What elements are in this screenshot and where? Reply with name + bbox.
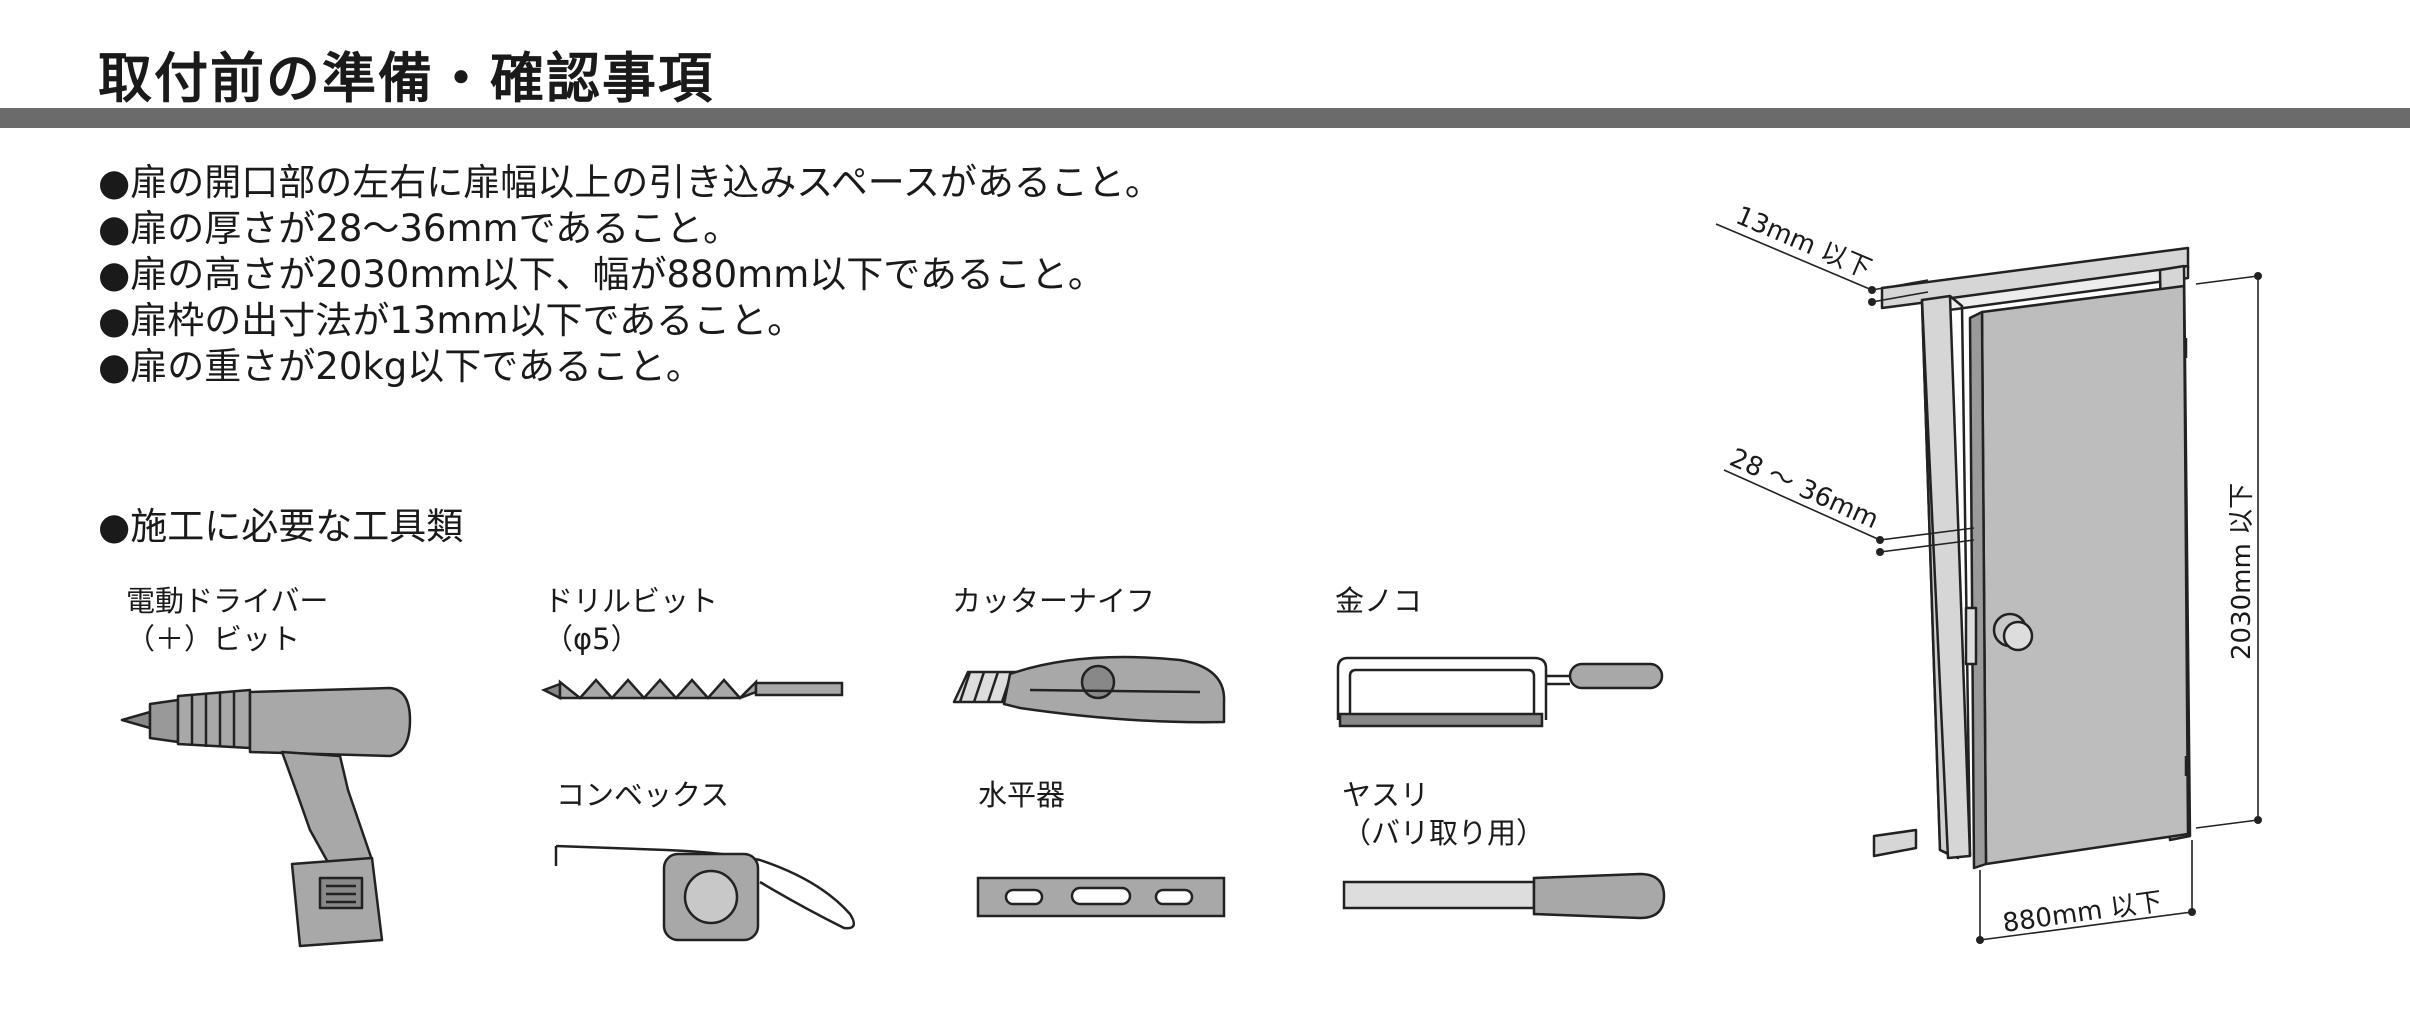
utility-knife-icon [952,655,1226,724]
requirement-item: ●扉の高さが2030mm以下、幅が880mm以下であること。 [98,253,1105,296]
spirit-level-icon [976,876,1226,918]
tool-label-hacksaw: 金ノコ [1335,582,1422,620]
tool-label-line: （φ5） [544,622,640,656]
file-rasp-icon [1342,872,1666,920]
tape-measure-icon [554,844,856,942]
tool-label-drill-bit: ドリルビット （φ5） [544,582,718,658]
power-drill-icon [120,686,412,948]
requirement-item: ●扉の厚さが28〜36mmであること。 [98,207,741,250]
tool-label-line: （＋）ビット [126,622,301,656]
tool-label-utility-knife: カッターナイフ [952,582,1155,620]
tool-label-file: ヤスリ （バリ取り用） [1342,776,1545,852]
tool-label-line: 金ノコ [1335,584,1423,618]
requirement-item: ●扉の重さが20kg以下であること。 [98,345,703,388]
requirements-list: ●扉の開口部の左右に扉幅以上の引き込みスペースがあること。 ●扉の厚さが28〜3… [98,160,1162,390]
door-diagram [1872,246,2192,870]
thickness-label: 28 ～ 36mm [1725,443,1883,535]
tools-heading: ●施工に必要な工具類 [98,505,464,548]
requirement-item: ●扉枠の出寸法が13mm以下であること。 [98,299,805,342]
requirement-item: ●扉の開口部の左右に扉幅以上の引き込みスペースがあること。 [98,161,1162,204]
page-title: 取付前の準備・確認事項 [98,47,714,110]
dimension-lines [1715,223,2262,944]
height-label: 2030mm 以下 [2227,483,2257,660]
frame-depth-label: 13mm 以下 [1731,201,1875,285]
title-divider [0,108,2410,128]
tool-label-line: ドリルビット [544,584,719,618]
tool-label-power-drill: 電動ドライバー （＋）ビット [126,582,328,658]
tool-label-line: 電動ドライバー [126,584,329,618]
tool-label-tape-measure: コンベックス [556,776,729,814]
hacksaw-icon [1336,656,1664,728]
width-label: 880mm 以下 [2001,887,2164,939]
tool-label-line: ヤスリ [1342,778,1430,812]
tool-label-line: コンベックス [556,778,730,812]
tool-label-spirit-level: 水平器 [978,776,1065,814]
tool-label-line: 水平器 [978,778,1066,812]
tool-label-line: （バリ取り用） [1342,816,1546,850]
tool-label-line: カッターナイフ [952,584,1156,618]
drill-bit-icon [540,678,844,701]
